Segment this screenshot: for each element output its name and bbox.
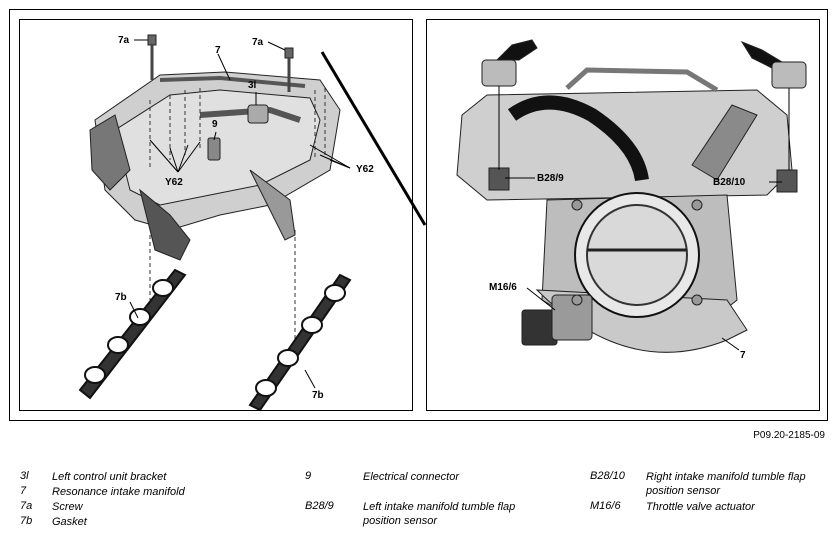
legend-code: 9: [305, 470, 312, 482]
left-view-panel: 7a 7a 7 3l 9 Y62 Y62 7b 7b: [19, 19, 413, 411]
callout-b28-10: B28/10: [713, 177, 746, 188]
legend-description: Throttle valve actuator: [646, 501, 755, 513]
legend-item: 7 Resonance intake manifold: [20, 485, 280, 500]
legend-description: Electrical connector: [363, 471, 459, 483]
legend-item: 9 Electrical connector: [305, 470, 565, 500]
legend-description: Left intake manifold tumble flap positio…: [363, 501, 516, 527]
right-view-illustration: B28/9 B28/10 M16/6 7: [456, 39, 807, 361]
legend-column-2: 9 Electrical connector B28/9 Left intake…: [305, 470, 565, 530]
legend-item: 7b Gasket: [20, 515, 280, 530]
legend-item: B28/10 Right intake manifold tumble flap…: [590, 470, 830, 500]
legend-code: 7: [20, 485, 27, 497]
gasket-right: [248, 273, 352, 410]
callout-m16-6: M16/6: [489, 282, 517, 293]
legend-column-3: B28/10 Right intake manifold tumble flap…: [590, 470, 830, 515]
legend-code: 3l: [20, 470, 29, 482]
callout-3l: 3l: [248, 80, 257, 91]
legend-description: Right intake manifold tumble flap positi…: [646, 471, 806, 497]
callout-7b-left: 7b: [115, 292, 127, 303]
legend-description: Gasket: [52, 516, 87, 528]
legend-item: 7a Screw: [20, 500, 280, 515]
gasket-left: [78, 268, 187, 400]
callout-7b-right: 7b: [312, 390, 324, 401]
figure-reference: P09.20-2185-09: [753, 430, 825, 441]
manifold-drawing: [89, 34, 341, 261]
callout-7-right: 7: [740, 350, 746, 361]
diagram-frame: 7a 7a 7 3l 9 Y62 Y62 7b 7b: [9, 9, 828, 421]
legend-code: B28/10: [590, 470, 625, 482]
legend-code: M16/6: [590, 500, 621, 512]
callout-y62-left: Y62: [165, 177, 183, 188]
legend-item: B28/9 Left intake manifold tumble flap p…: [305, 500, 565, 530]
callout-b28-9: B28/9: [537, 173, 564, 184]
legend-description: Left control unit bracket: [52, 471, 167, 483]
legend-description: Resonance intake manifold: [52, 486, 185, 498]
callout-7a-right: 7a: [252, 37, 264, 48]
callout-7: 7: [215, 45, 221, 56]
throttle-body-drawing: [456, 39, 807, 353]
right-view-panel: B28/9 B28/10 M16/6 7: [426, 19, 820, 411]
legend-column-1: 3l Left control unit bracket 7 Resonance…: [20, 470, 280, 530]
legend-description: Screw: [52, 501, 83, 513]
zoom-connector: [320, 51, 427, 226]
callout-9: 9: [212, 119, 218, 130]
legend-code: 7a: [20, 500, 33, 512]
callout-y62-right: Y62: [356, 164, 374, 175]
legend-item: M16/6 Throttle valve actuator: [590, 500, 830, 515]
leader-lines: [129, 39, 351, 389]
callout-7a-left: 7a: [118, 35, 130, 46]
legend-code: B28/9: [305, 500, 334, 512]
left-view-illustration: 7a 7a 7 3l 9 Y62 Y62 7b 7b: [78, 34, 374, 410]
right-leader-lines: [498, 86, 790, 351]
legend-item: 3l Left control unit bracket: [20, 470, 280, 485]
legend-code: 7b: [20, 515, 33, 527]
